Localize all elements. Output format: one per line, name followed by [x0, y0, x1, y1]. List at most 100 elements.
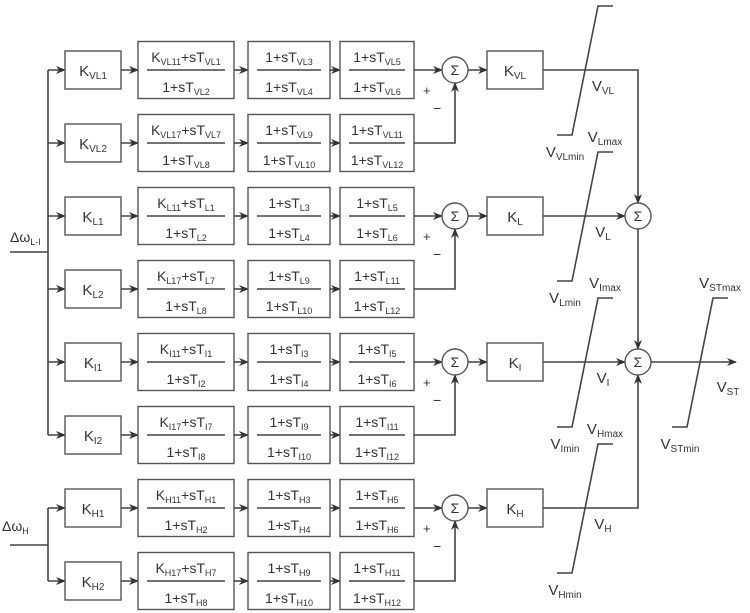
label-main: V: [717, 379, 727, 396]
label-main: V: [587, 421, 597, 438]
label-sub: I2: [198, 379, 206, 389]
label-sub: I6: [389, 379, 397, 389]
label-sub: I8: [198, 452, 206, 462]
label-sub: H9: [299, 568, 311, 578]
label-sub: VL4: [297, 87, 313, 97]
label-sub: VL10: [294, 160, 315, 170]
band-l-output-gain-label: KL​: [507, 209, 523, 228]
band-h-row-1-lead-lag-1-denominator: 1+sTH2​: [164, 517, 207, 535]
label-main: K: [82, 574, 92, 591]
label-main: V: [595, 224, 605, 241]
label-sub: I4: [301, 379, 309, 389]
label-sub: L10: [297, 306, 312, 316]
label-main: 1+sT: [353, 49, 385, 65]
band-vl-limiter-min-label: VVLmin​: [546, 144, 584, 163]
label-sub: VL5: [385, 57, 401, 67]
label-main: V: [548, 582, 558, 599]
label-sub: VL1: [205, 57, 221, 67]
band-vl-row-1-lead-lag-3-numerator: 1+sTVL5​: [353, 49, 401, 67]
label-sub: H4: [299, 525, 311, 535]
label-sub: VL6: [385, 87, 401, 97]
label-main: V: [549, 290, 559, 307]
band-i-row-2-lead-lag-2-denominator: 1+sTI10​: [267, 444, 311, 462]
label-main: V: [588, 129, 598, 146]
label-sub: VL2: [194, 87, 210, 97]
label-main: +sT: [181, 122, 205, 138]
label-sub: I7: [205, 422, 213, 432]
band-i-limiter-min-label: VImin​: [551, 436, 580, 455]
band-h-limiter-max-label: VHmax​: [587, 421, 623, 440]
label-sub: Hmax: [597, 429, 623, 440]
label-sub: VL1: [89, 71, 107, 82]
label-main: K: [82, 501, 92, 518]
label-sub: I: [607, 378, 610, 389]
label-main: V: [661, 436, 671, 453]
label-sub: L: [605, 232, 611, 243]
label-main: V: [597, 370, 607, 387]
band-vl-row-1-lead-lag-1-numerator: KVL11​+sTVL1​: [151, 49, 220, 67]
band-l-plus-sign: +: [423, 229, 431, 244]
label-main: 1+sT: [165, 225, 197, 241]
label-main: 1+sT: [356, 195, 388, 211]
label-sub: Imin: [561, 444, 580, 455]
label-main: 1+sT: [355, 487, 387, 503]
band-h-row-2-gain-block: [64, 561, 122, 601]
label-main: 1+sT: [354, 298, 386, 314]
band-h-limiter-min-label: VHmin​: [548, 582, 581, 601]
label-main: 1+sT: [269, 341, 301, 357]
label-sub: VLmax: [594, 0, 625, 2]
label-sub: H12: [385, 598, 402, 608]
label-main: 1+sT: [164, 517, 196, 533]
label-sub: L2: [92, 290, 104, 301]
label-main: +sT: [181, 195, 205, 211]
label-main: 1+sT: [269, 414, 301, 430]
label-sub: L: [517, 217, 523, 228]
label-sub: VL12: [382, 160, 403, 170]
band-i-row-2-gain-block: [64, 415, 122, 455]
label-sub: L1: [205, 203, 215, 213]
band-i-limiter-max-label: VImax​: [589, 275, 621, 294]
band-i-minus-input: [414, 374, 459, 436]
label-main: 1+sT: [356, 225, 388, 241]
band-i-row-2-gain-block-label: KI2​: [84, 428, 103, 447]
band-i-row-1-lead-lag-2-denominator: 1+sTI4​: [269, 371, 308, 389]
label-main: +sT: [181, 49, 205, 65]
band-vl-row-2-lead-lag-3-numerator: 1+sTVL11​: [351, 122, 403, 140]
label-main: V: [592, 78, 602, 95]
band-l-row-2-lead-lag-3-numerator: 1+sTL11​: [354, 268, 400, 286]
band-l-row-1-lead-lag-3-numerator: 1+sTL5​: [356, 195, 398, 213]
label-sub: L11: [386, 276, 400, 286]
band-i-row-1-lead-lag-3-denominator: 1+sTI6​: [357, 371, 396, 389]
band-h-minus-input: [414, 520, 459, 582]
label-sub: L8: [197, 306, 207, 316]
band-i-row-2-lead-lag-3-denominator: 1+sTI12​: [355, 444, 399, 462]
band-vl-row-2-gain-block: [64, 123, 122, 163]
label-main: 1+sT: [353, 79, 385, 95]
label-sub: I17: [169, 422, 182, 432]
label-main: 1+sT: [357, 371, 389, 387]
label-sub: VLmin: [556, 152, 584, 163]
band-h-plus-sign: +: [423, 521, 431, 536]
label-sub: STmax: [709, 283, 741, 294]
label-sub: H: [22, 526, 29, 536]
label-sub: H6: [387, 525, 399, 535]
label-main: 1+sT: [165, 298, 197, 314]
band-i-row-1-gain-block-label: KI1​: [84, 355, 103, 374]
label-main: V: [594, 516, 604, 533]
label-main: K: [82, 282, 92, 299]
band-l-row-2-lead-lag-2-numerator: 1+sTL9​: [268, 268, 310, 286]
label-sub: L-I: [30, 237, 41, 247]
label-sub: L7: [205, 276, 215, 286]
band-vl-plus-sign: +: [423, 83, 431, 98]
label-main: K: [506, 501, 516, 518]
band-h-row-2-lead-lag-2-denominator: 1+sTH10​: [265, 590, 313, 608]
band-h-row-1-gain-block-label: KH1​: [82, 501, 105, 520]
band-h-row-2-lead-lag-1-denominator: 1+sTH8​: [164, 590, 207, 608]
band-l-limiter-max-label: VLmax​: [588, 129, 622, 148]
band-vl-row-2-lead-lag-1-numerator: KVL17​+sTVL7​: [151, 122, 221, 140]
label-main: 1+sT: [265, 49, 297, 65]
band-vl-row-2-lead-lag-2-denominator: 1+sTVL10​: [263, 152, 316, 170]
label-main: 1+sT: [164, 590, 196, 606]
band-h-row-1-lead-lag-3-denominator: 1+sTH6​: [355, 517, 398, 535]
